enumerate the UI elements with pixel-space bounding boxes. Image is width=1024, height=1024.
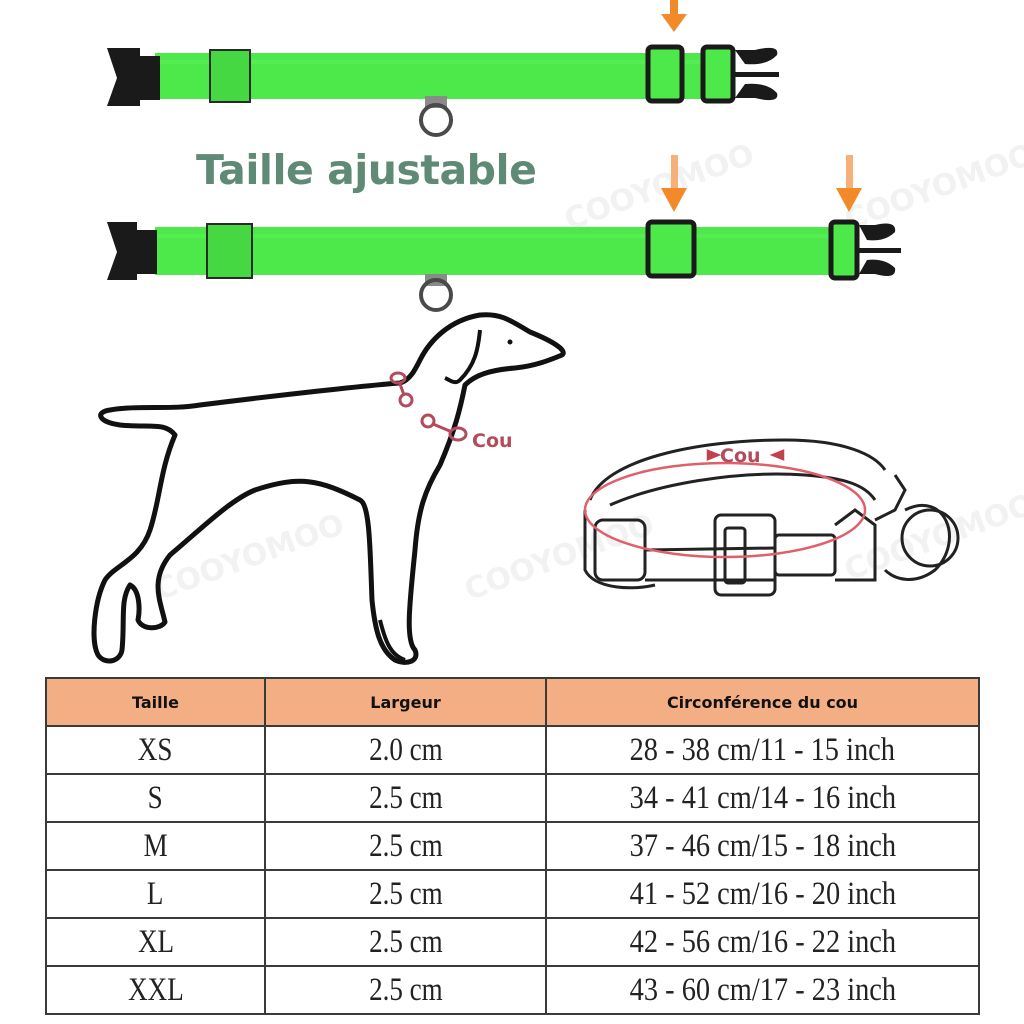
measure-marker (389, 371, 468, 442)
width-cell: 2.0 cm (264, 725, 547, 775)
size-table: Taille Largeur Circonférence du cou XS 2… (45, 677, 980, 1015)
table-row: S 2.5 cm 34 - 41 cm/14 - 16 inch (45, 773, 980, 823)
table-row: XS 2.0 cm 28 - 38 cm/11 - 15 inch (45, 725, 980, 775)
neck-label-collar: Cou (720, 445, 761, 467)
table-header-row: Taille Largeur Circonférence du cou (45, 677, 980, 727)
column-header-neck: Circonférence du cou (545, 677, 980, 727)
arrow-down-icon (836, 155, 862, 212)
width-cell: 2.5 cm (264, 965, 547, 1015)
neck-cell: 41 - 52 cm/16 - 20 inch (545, 869, 980, 919)
neck-cell: 42 - 56 cm/16 - 22 inch (545, 917, 980, 967)
neck-cell: 37 - 46 cm/15 - 18 inch (545, 821, 980, 871)
neck-cell: 34 - 41 cm/14 - 16 inch (545, 773, 980, 823)
arrow-down-icon (661, 155, 687, 212)
size-cell: S (45, 773, 266, 823)
arrow-down-icon (661, 0, 687, 32)
collar-diagram (583, 438, 960, 597)
collar-image-bottom (107, 155, 901, 312)
width-cell: 2.5 cm (264, 821, 547, 871)
size-cell: XS (45, 725, 266, 775)
size-cell: M (45, 821, 266, 871)
table-row: M 2.5 cm 37 - 46 cm/15 - 18 inch (45, 821, 980, 871)
table-row: XL 2.5 cm 42 - 56 cm/16 - 22 inch (45, 917, 980, 967)
column-header-width: Largeur (264, 677, 547, 727)
size-cell: XL (45, 917, 266, 967)
size-cell: XXL (45, 965, 266, 1015)
size-cell: L (45, 869, 266, 919)
neck-cell: 28 - 38 cm/11 - 15 inch (545, 725, 980, 775)
double-arrow-icon (706, 449, 785, 461)
dog-illustration (91, 312, 566, 665)
table-row: L 2.5 cm 41 - 52 cm/16 - 20 inch (45, 869, 980, 919)
table-row: XXL 2.5 cm 43 - 60 cm/17 - 23 inch (45, 965, 980, 1015)
neck-cell: 43 - 60 cm/17 - 23 inch (545, 965, 980, 1015)
collar-image-top (107, 0, 779, 137)
width-cell: 2.5 cm (264, 917, 547, 967)
page-title: Taille ajustable (196, 146, 537, 194)
column-header-size: Taille (45, 677, 266, 727)
neck-label-dog: Cou (472, 430, 513, 452)
width-cell: 2.5 cm (264, 773, 547, 823)
width-cell: 2.5 cm (264, 869, 547, 919)
